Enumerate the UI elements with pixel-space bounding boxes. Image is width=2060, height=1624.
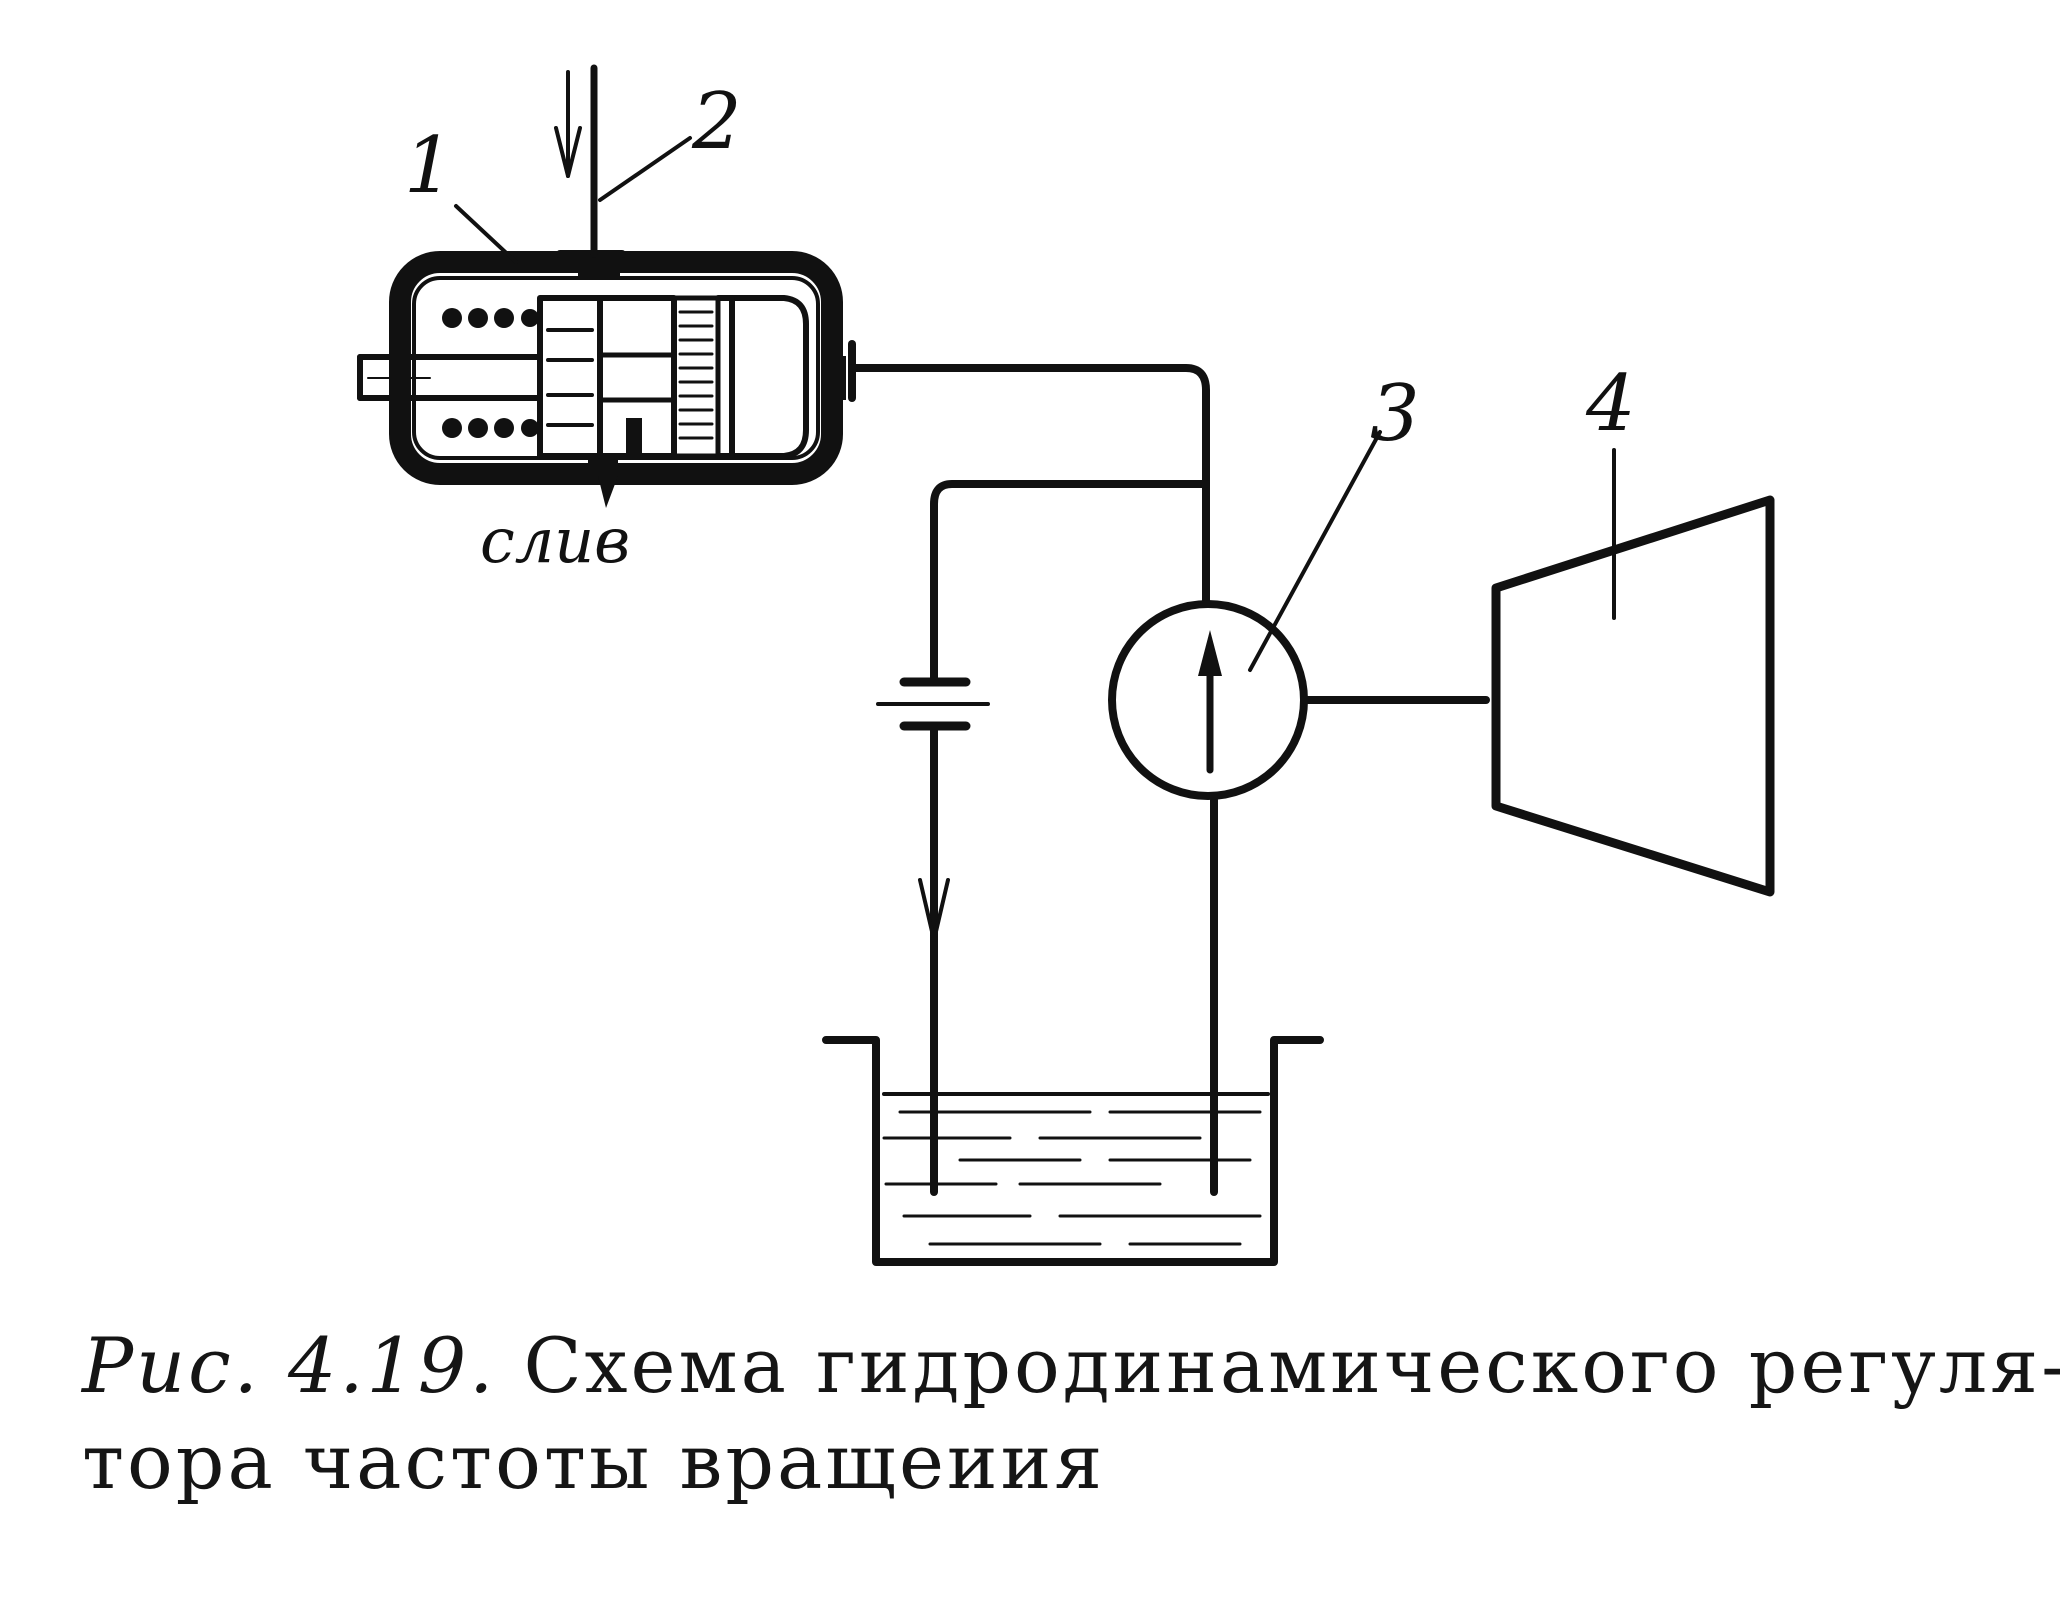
label-drain: слив — [480, 504, 630, 577]
pump — [1108, 430, 1490, 800]
oil-tank — [822, 1036, 1324, 1266]
spring-coils — [442, 308, 539, 438]
label-turbine: 4 — [1585, 359, 1636, 449]
label-pump: 3 — [1370, 369, 1420, 459]
caption-text-line-1: Схема гидродинамического регуля- — [523, 1321, 2060, 1410]
label-regulator: 1 — [404, 121, 454, 211]
pipe-lines — [848, 364, 1218, 1196]
caption-text-line-2: тора частоты вращеиия — [82, 1417, 1106, 1506]
turbine — [1491, 448, 1775, 897]
regulator-body — [357, 250, 856, 508]
control-line — [554, 64, 692, 258]
caption-line-1: Рис. 4.19. Схема гидродинамического регу… — [82, 1318, 2060, 1414]
figure-caption: Рис. 4.19. Схема гидродинамического регу… — [82, 1318, 2060, 1510]
caption-line-2: тора частоты вращеиия — [82, 1414, 2042, 1510]
label-control-line: 2 — [691, 77, 742, 167]
spool-valve — [537, 295, 809, 459]
figure-number: Рис. 4.19. — [82, 1321, 497, 1410]
leader-line-1 — [454, 204, 518, 264]
piston-rod — [357, 354, 543, 401]
